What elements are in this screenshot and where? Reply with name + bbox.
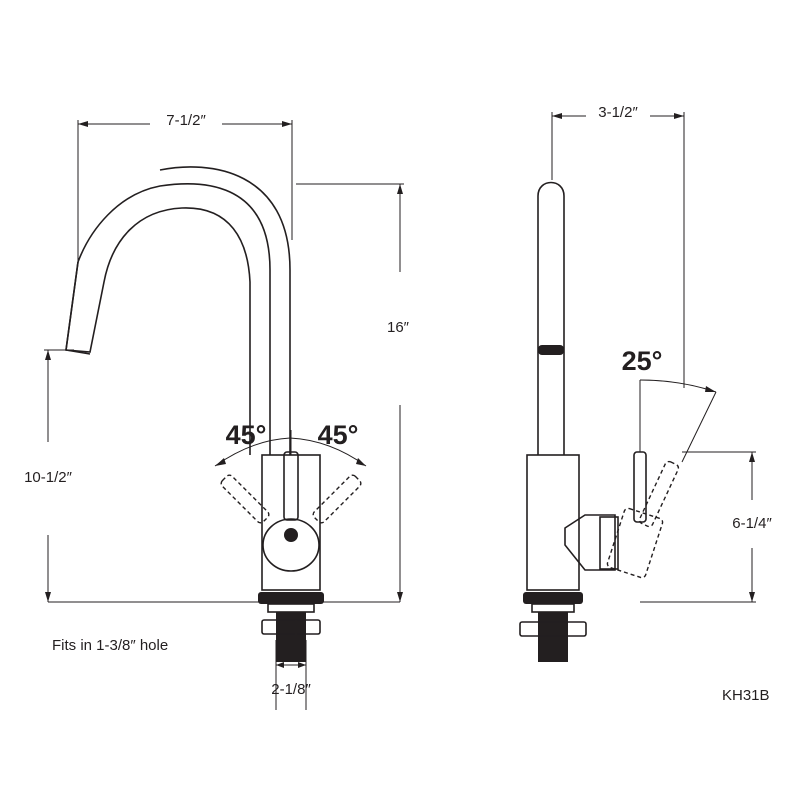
height-label: 16″ (387, 319, 410, 336)
width-dimension-line (77, 120, 293, 262)
spout-ring (538, 345, 564, 355)
side-view: 3-1/2″ 25° (519, 104, 772, 662)
handle-angle-right-label: 45° (318, 420, 359, 450)
model-number: KH31B (722, 687, 770, 704)
handle-rotation-left (220, 474, 270, 524)
mounting-nut (261, 619, 321, 635)
handle-angle-arc (214, 430, 367, 467)
side-handle-angle-label: 25° (622, 346, 663, 376)
base-ring (258, 592, 324, 604)
side-mounting-shank (538, 612, 568, 662)
hole-note: Fits in 1-3/8″ hole (52, 637, 168, 654)
spout-height-label: 10-1/2″ (24, 469, 73, 486)
handle-cap (284, 528, 298, 542)
handle-angle-left-label: 45° (226, 420, 267, 450)
handle-rotation-right (312, 474, 362, 524)
reach-label: 3-1/2″ (598, 104, 638, 121)
side-mounting-nut (519, 621, 587, 637)
base-width-dimension-line (275, 640, 307, 710)
handle-hub (262, 518, 320, 572)
side-handle-hub (564, 514, 616, 571)
side-base-ring (523, 592, 583, 604)
side-body (526, 454, 580, 591)
spout-height-dimension-line (44, 349, 74, 602)
height-dimension-line (296, 183, 404, 602)
handle-height-dimension-line (640, 451, 756, 603)
side-handle-lever (633, 451, 647, 523)
base-width-label: 2-1/8″ (271, 681, 311, 698)
reach-dimension-line (551, 112, 685, 388)
handle-lever (283, 451, 299, 521)
side-handle-rotation (606, 460, 680, 579)
spout (65, 182, 271, 455)
front-view: 7-1/2″ 16″ 10-1/2″ (24, 112, 410, 710)
side-handle-angle-arc (639, 379, 717, 463)
handle-height-label: 6-1/4″ (732, 515, 772, 532)
faucet-body (261, 454, 321, 591)
width-label: 7-1/2″ (166, 112, 206, 129)
side-spout (537, 181, 565, 455)
